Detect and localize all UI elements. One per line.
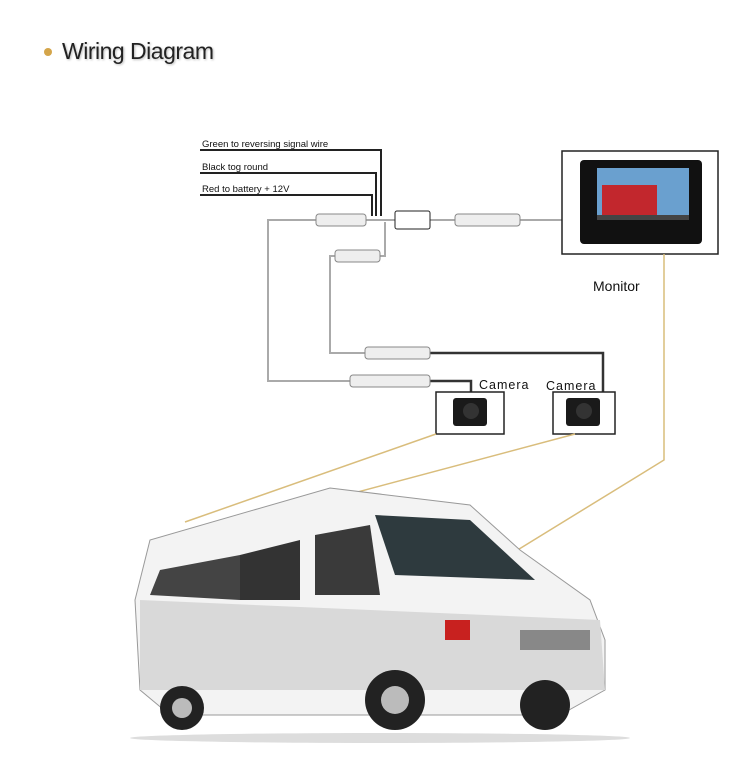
connectors bbox=[315, 210, 521, 388]
page-title: Wiring Diagram bbox=[62, 38, 214, 64]
black-wire-label: Black tog round bbox=[202, 162, 269, 173]
monitor-label: Monitor bbox=[593, 278, 640, 294]
red-wire-label: Red to battery + 12V bbox=[202, 184, 290, 195]
camera-1-label: Camera bbox=[479, 378, 530, 392]
green-wire-label: Green to reversing signal wire bbox=[202, 139, 329, 150]
power-wires bbox=[200, 149, 382, 216]
camera-2-image bbox=[552, 391, 616, 435]
camera-1-image bbox=[435, 391, 505, 435]
monitor-image bbox=[561, 150, 719, 255]
camera-cables bbox=[430, 351, 605, 392]
camera-2-label: Camera bbox=[546, 379, 597, 393]
van-image bbox=[130, 487, 630, 743]
bullet-icon bbox=[44, 47, 52, 56]
section-title: Wiring Diagram bbox=[44, 38, 214, 65]
